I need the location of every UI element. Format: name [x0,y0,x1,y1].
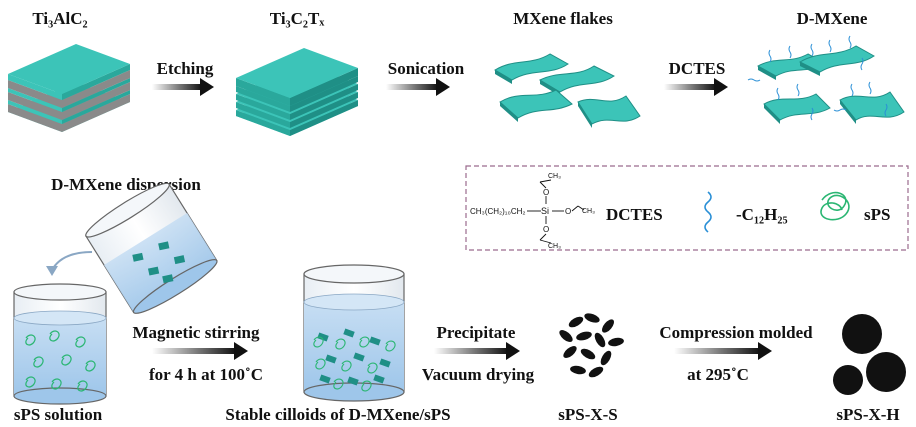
label-sonication: Sonication [388,59,465,78]
sps-x-h-discs [833,314,906,395]
formula-alkyl: CH₃(CH₂)₁₀CH₂ [470,207,525,216]
arrow-precipitate [434,342,520,360]
formula-ch3-top: CH₃ [548,173,561,180]
ti3alc2-block [8,44,130,132]
label-ti3c2tx: Ti₃C₂Tₓ [270,9,325,28]
label-etching: Etching [157,59,214,78]
legend-box [465,165,909,251]
formula-o-top: O [543,188,549,197]
arrow-sonication [386,78,450,96]
colloid-beaker [303,264,405,402]
label-dispersion: D-MXene dispersion [51,175,201,194]
legend-dctes-label: DCTES [606,205,663,224]
sps-x-s-pellets [559,313,624,378]
label-stirring-1: Magnetic stirring [133,323,260,342]
formula-si: Si [541,206,549,216]
dctes-structure: CH₃(CH₂)₁₀CH₂ Si O CH₃ O CH₃ O CH₃ [470,173,595,250]
ti3c2tx-block [236,48,358,136]
mxene-flakes [494,53,641,128]
label-compression-1: Compression molded [659,323,813,342]
label-d-mxene: D-MXene [797,9,868,28]
label-dctes-step: DCTES [669,59,726,78]
sps-chain-icon [820,191,850,221]
label-compression-2: at 295˚C [687,365,749,384]
legend-sps-label: sPS [864,205,890,224]
sps-solution-beaker [13,283,107,405]
formula-ch3-bottom: CH₃ [548,243,561,250]
legend-c12h25-label: -C₁₂H₂₅ [736,205,788,224]
arrow-dctes [664,78,728,96]
d-mxene-flakes [747,35,905,124]
arrow-stirring [152,342,248,360]
label-sps-solution: sPS solution [14,405,103,424]
label-sps-x-s: sPS-X-S [558,405,618,424]
pour-arrowhead [46,266,58,276]
label-colloids: Stable cilloids of D-MXene/sPS [225,405,450,424]
label-ti3alc2: Ti₃AlC₂ [32,9,87,28]
formula-ch3-right: CH₃ [582,208,595,215]
arrow-compression [674,342,772,360]
tilted-beaker [85,182,218,314]
label-vacuum: Vacuum drying [422,365,535,384]
chain-icon [704,191,712,233]
formula-o-right: O [565,207,571,216]
label-mxene-flakes: MXene flakes [513,9,613,28]
formula-o-bottom: O [543,225,549,234]
label-sps-x-h: sPS-X-H [836,405,899,424]
label-stirring-2: for 4 h at 100˚C [149,365,263,384]
pour-arrow [51,251,93,271]
label-precipitate: Precipitate [437,323,516,342]
arrow-etching [152,78,214,96]
